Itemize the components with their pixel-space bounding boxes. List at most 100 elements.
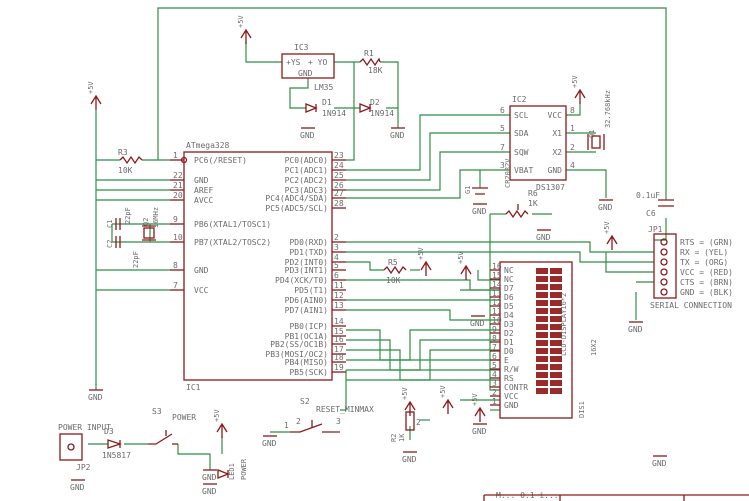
dis1-name: LCD-DISPLAY16*2	[560, 293, 568, 356]
dis1-pin-label: D1	[504, 338, 514, 347]
s2-pin-1: 1	[284, 421, 289, 430]
r1-resistor	[359, 57, 381, 67]
ic1-pin-num: 2	[334, 233, 339, 242]
r3-ref: R3	[118, 148, 128, 157]
c6-val: 0.1uF	[636, 191, 660, 200]
lcd-char-cell	[550, 380, 562, 386]
dis1-pin-label: D5	[504, 302, 514, 311]
lcd-char-cell	[550, 332, 562, 338]
ic1-pin-label: PB7(XTAL2/TOSC2)	[194, 238, 271, 247]
d2-ref: D2	[370, 98, 380, 107]
dis1-pin-label: NC	[504, 266, 514, 275]
ic1-pin-label: PC4(ADC4/SDA)	[265, 194, 328, 203]
r1-val: 18K	[368, 66, 383, 75]
jp1-pin-label: RTS = (GRN)	[680, 238, 733, 247]
ic1-pin-num: 17	[334, 345, 344, 354]
q1-ref: Q1	[588, 130, 596, 138]
dis1-pin-label: VCC	[504, 392, 519, 401]
ic2-pin-label: SQW	[514, 148, 529, 157]
d1-ref: D1	[322, 98, 332, 107]
jp1-pin-label: CTS = (BRN)	[680, 278, 733, 287]
ic1-pin-label: AREF	[194, 186, 213, 195]
led1	[217, 469, 230, 479]
lcd-char-cell	[550, 268, 562, 274]
ic1-pin-num: 14	[334, 317, 344, 326]
lcd-char-cell	[536, 308, 548, 314]
lcd-char-cell	[550, 348, 562, 354]
ic1-pin-num: 19	[334, 363, 344, 372]
r3-resistor	[119, 155, 143, 165]
ic1-pin-num: 16	[334, 335, 344, 344]
ic1-pin-num: 18	[334, 353, 344, 362]
dis1-pin-label: D2	[504, 329, 514, 338]
d1-val: 1N914	[322, 109, 346, 118]
lcd-char-cell	[550, 340, 562, 346]
dis1-pin-num: 6	[492, 352, 497, 361]
r6-val: 1K	[528, 199, 538, 208]
d3-diode	[107, 439, 123, 449]
r2-pin-2: 2	[416, 418, 421, 427]
vcc-label: +5V	[457, 251, 465, 264]
ic2-pin-label: GND	[548, 166, 563, 175]
ic3-name: LM35	[314, 83, 333, 92]
ic1-pin-label: PC2(ADC2)	[285, 176, 328, 185]
gnd-label: GND	[652, 459, 667, 468]
jp1-pin-label: RX = (YEL)	[680, 248, 728, 257]
q1-val: 32.768kHz	[604, 90, 612, 128]
ic2-ref: IC2	[512, 95, 527, 104]
ic3-pin-yo: + YO	[308, 58, 327, 67]
d2-val: 1N914	[370, 109, 394, 118]
dis1-pin-label: D4	[504, 311, 514, 320]
c2-capacitor	[115, 236, 121, 248]
ic1-pin-num: 15	[334, 327, 344, 336]
jp2-connector	[59, 433, 83, 461]
ic1-pin-num: 8	[173, 261, 178, 270]
lcd-char-cell	[550, 300, 562, 306]
gnd-label: GND	[470, 319, 485, 328]
gnd-label: GND	[70, 483, 85, 492]
lcd-char-cell	[550, 316, 562, 322]
lcd-char-cell	[550, 388, 562, 394]
dis1-pin-label: D6	[504, 293, 514, 302]
lcd-char-cell	[536, 268, 548, 274]
lcd-char-cell	[550, 356, 562, 362]
ic1-pin-label: PD2(INT0)	[285, 258, 328, 267]
lcd-char-cell	[536, 348, 548, 354]
q2-crystal	[143, 227, 155, 239]
ic1-pin-label: PD6(AIN0)	[285, 296, 328, 305]
dis1-pin-num: 11	[492, 307, 502, 316]
ic1-pin-label: GND	[194, 176, 209, 185]
dis1-size: 16X2	[590, 339, 598, 356]
s3-switch	[148, 430, 178, 445]
ic1-pin-label: GND	[194, 266, 209, 275]
r2-ref: R2	[390, 434, 398, 442]
vcc-label: +5V	[401, 387, 409, 400]
ic1-pin-num: 1	[173, 151, 178, 160]
vcc-label: +5V	[237, 15, 245, 28]
lcd-char-cell	[536, 292, 548, 298]
dis1-pin-num: 12	[492, 298, 502, 307]
ic1-pin-num: 25	[334, 171, 344, 180]
s3-val: POWER	[172, 413, 196, 422]
ic1-pin-num: 10	[173, 233, 183, 242]
ic3-body	[281, 53, 335, 79]
ic2-pin-label: VBAT	[514, 166, 533, 175]
title-block-frame	[483, 494, 749, 501]
vcc-label: +5V	[471, 393, 479, 406]
ic1-pin-label: PC1(ADC1)	[285, 166, 328, 175]
dis1-pin-label: R/W	[504, 365, 519, 374]
s2-pin-3: 3	[336, 417, 341, 426]
led-ref: LED1	[228, 463, 236, 480]
s2-ref: S2	[300, 397, 310, 406]
r1-ref: R1	[364, 49, 374, 58]
labels: ATmega328 IC1 1PC6(/RESET)22GND21AREF20A…	[58, 43, 733, 500]
r2-val: 1K	[398, 433, 406, 442]
dis1-pin-num: 5	[492, 361, 497, 370]
gnd-label: GND	[390, 131, 405, 140]
ic1-pin-label: AVCC	[194, 196, 213, 205]
ic1-pin-label: PC5(ADC5/SCL)	[265, 204, 328, 213]
jp1-title: SERIAL CONNECTION	[650, 301, 732, 310]
dis1-pin-label: CONTR	[504, 383, 528, 392]
ic1-pin-label: PB5(SCK)	[289, 368, 328, 377]
c1-capacitor	[115, 218, 121, 230]
